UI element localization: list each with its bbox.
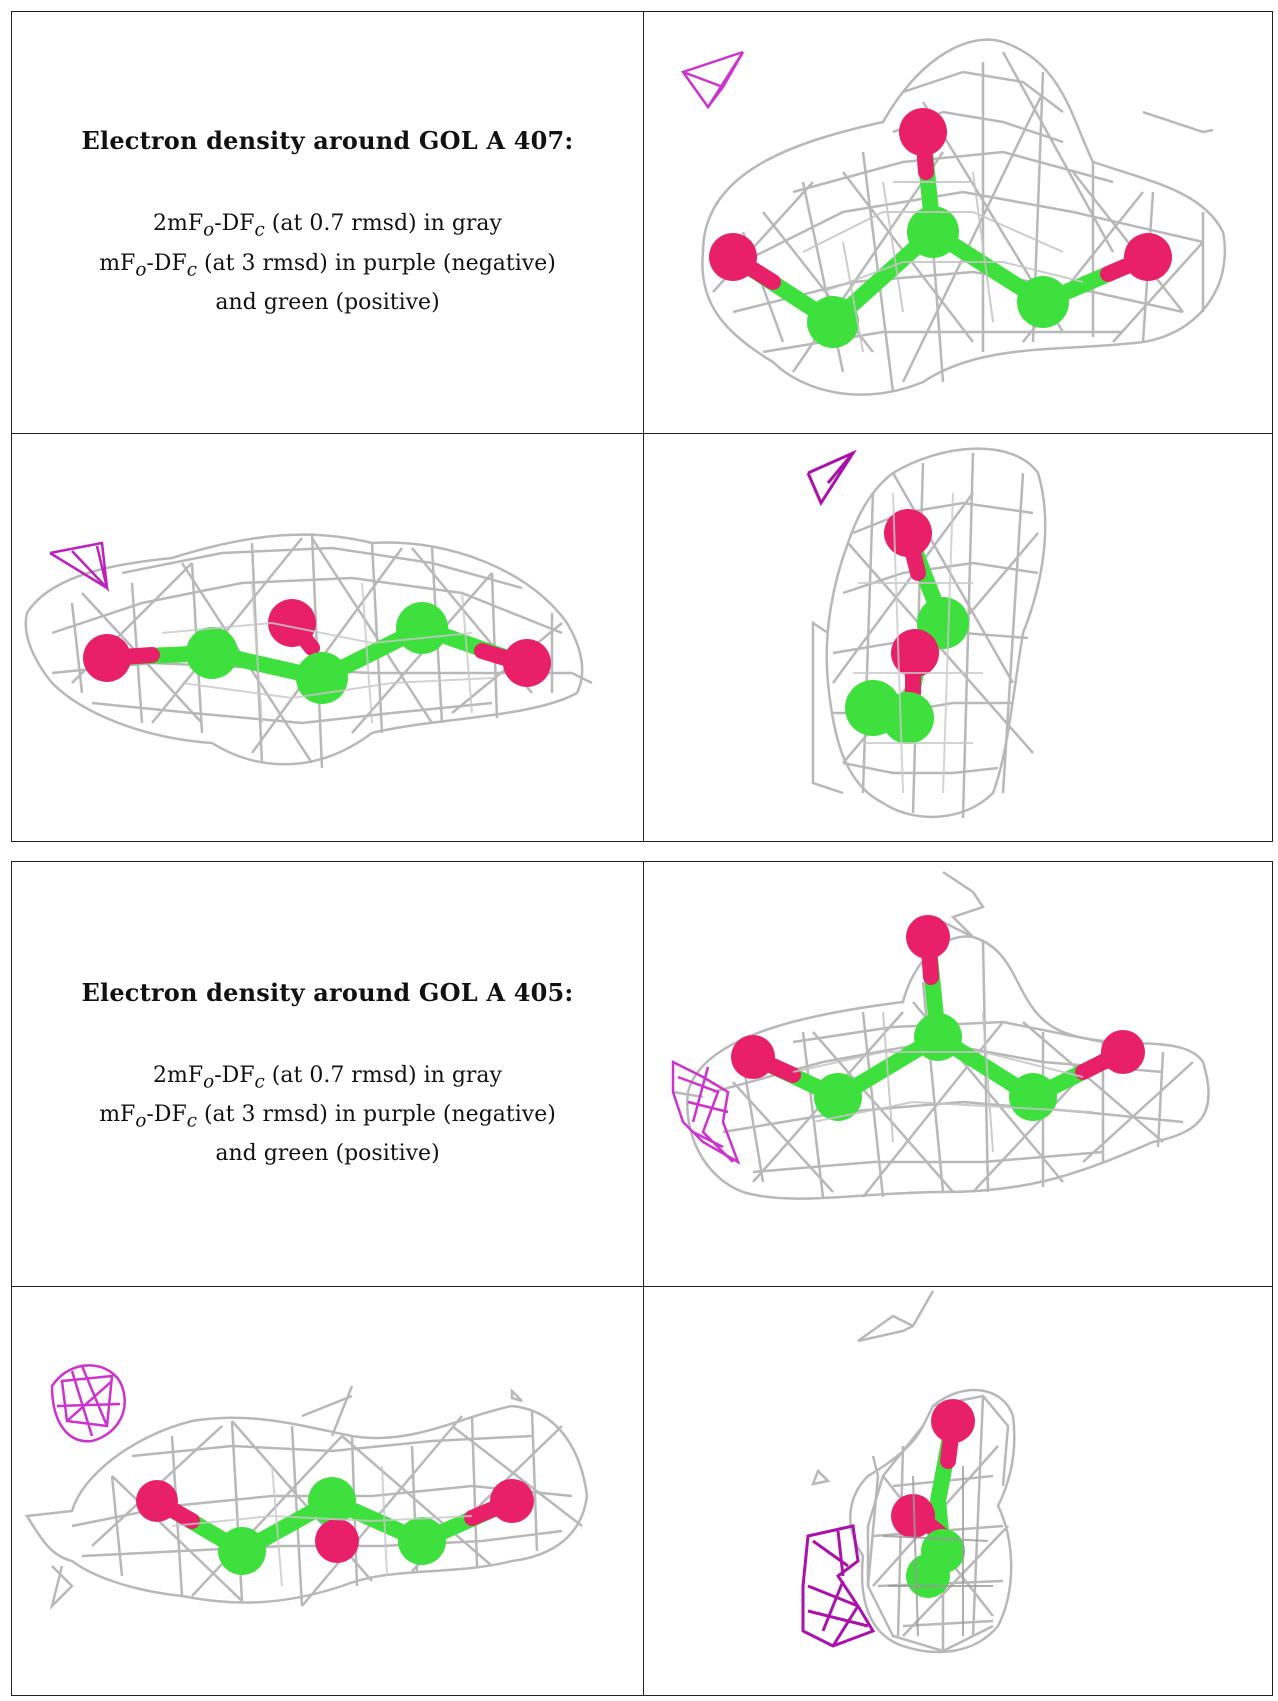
legend-line-purple: mFo-DFc (at 3 rmsd) in purple (negative) <box>99 250 556 280</box>
mesh-density-gray <box>811 1290 1016 1654</box>
density-view-side <box>12 1286 643 1695</box>
legend-description: 2mFo-DFc (at 0.7 rmsd) in gray mFo-DFc (… <box>99 1059 556 1171</box>
mesh-overlay-gray <box>161 582 493 724</box>
negative-density-purple <box>801 1524 876 1648</box>
glycerol-atoms <box>136 1477 534 1575</box>
panel-divider-vertical <box>643 12 644 841</box>
panel-divider-horizontal <box>12 1286 1272 1287</box>
glycerol-atoms <box>83 599 551 704</box>
density-view-front <box>643 862 1273 1286</box>
mesh-overlay-gray <box>882 1466 993 1637</box>
negative-density-purple <box>680 50 745 110</box>
caption-cell: Electron density around GOL A 405: 2mFo-… <box>12 862 643 1286</box>
panel-title: Electron density around GOL A 405: <box>81 977 574 1007</box>
density-panel-gol-407: Electron density around GOL A 407: 2mFo-… <box>11 11 1273 842</box>
negative-density-purple <box>806 449 857 507</box>
caption-cell: Electron density around GOL A 407: 2mFo-… <box>12 12 643 433</box>
mesh-overlay-gray <box>171 1465 473 1587</box>
negative-density-purple <box>49 541 110 593</box>
legend-line-gray: 2mFo-DFc (at 0.7 rmsd) in gray <box>153 211 502 241</box>
glycerol-atoms <box>845 509 969 744</box>
mesh-density-gray <box>701 38 1227 396</box>
legend-line-gray: 2mFo-DFc (at 0.7 rmsd) in gray <box>153 1062 502 1092</box>
glycerol-atoms <box>731 915 1145 1121</box>
legend-description: 2mFo-DFc (at 0.7 rmsd) in gray mFo-DFc (… <box>99 207 556 319</box>
panel-divider-vertical <box>643 862 644 1695</box>
panel-title: Electron density around GOL A 407: <box>81 126 574 156</box>
density-view-side <box>12 433 643 841</box>
panel-divider-horizontal <box>12 433 1272 434</box>
legend-line-green: and green (positive) <box>215 289 440 315</box>
mesh-overlay-gray <box>802 171 1084 353</box>
negative-density-purple <box>50 1364 126 1443</box>
negative-density-purple <box>671 1059 741 1165</box>
density-view-end <box>643 1286 1273 1695</box>
density-view-front <box>643 12 1273 433</box>
glycerol-atoms <box>709 108 1172 348</box>
mesh-overlay-gray <box>792 1011 1094 1153</box>
legend-line-green: and green (positive) <box>215 1141 440 1167</box>
density-view-end <box>643 433 1273 841</box>
mesh-overlay-gray <box>853 492 983 794</box>
density-panel-gol-405: Electron density around GOL A 405: 2mFo-… <box>11 861 1273 1696</box>
legend-line-purple: mFo-DFc (at 3 rmsd) in purple (negative) <box>99 1102 556 1132</box>
